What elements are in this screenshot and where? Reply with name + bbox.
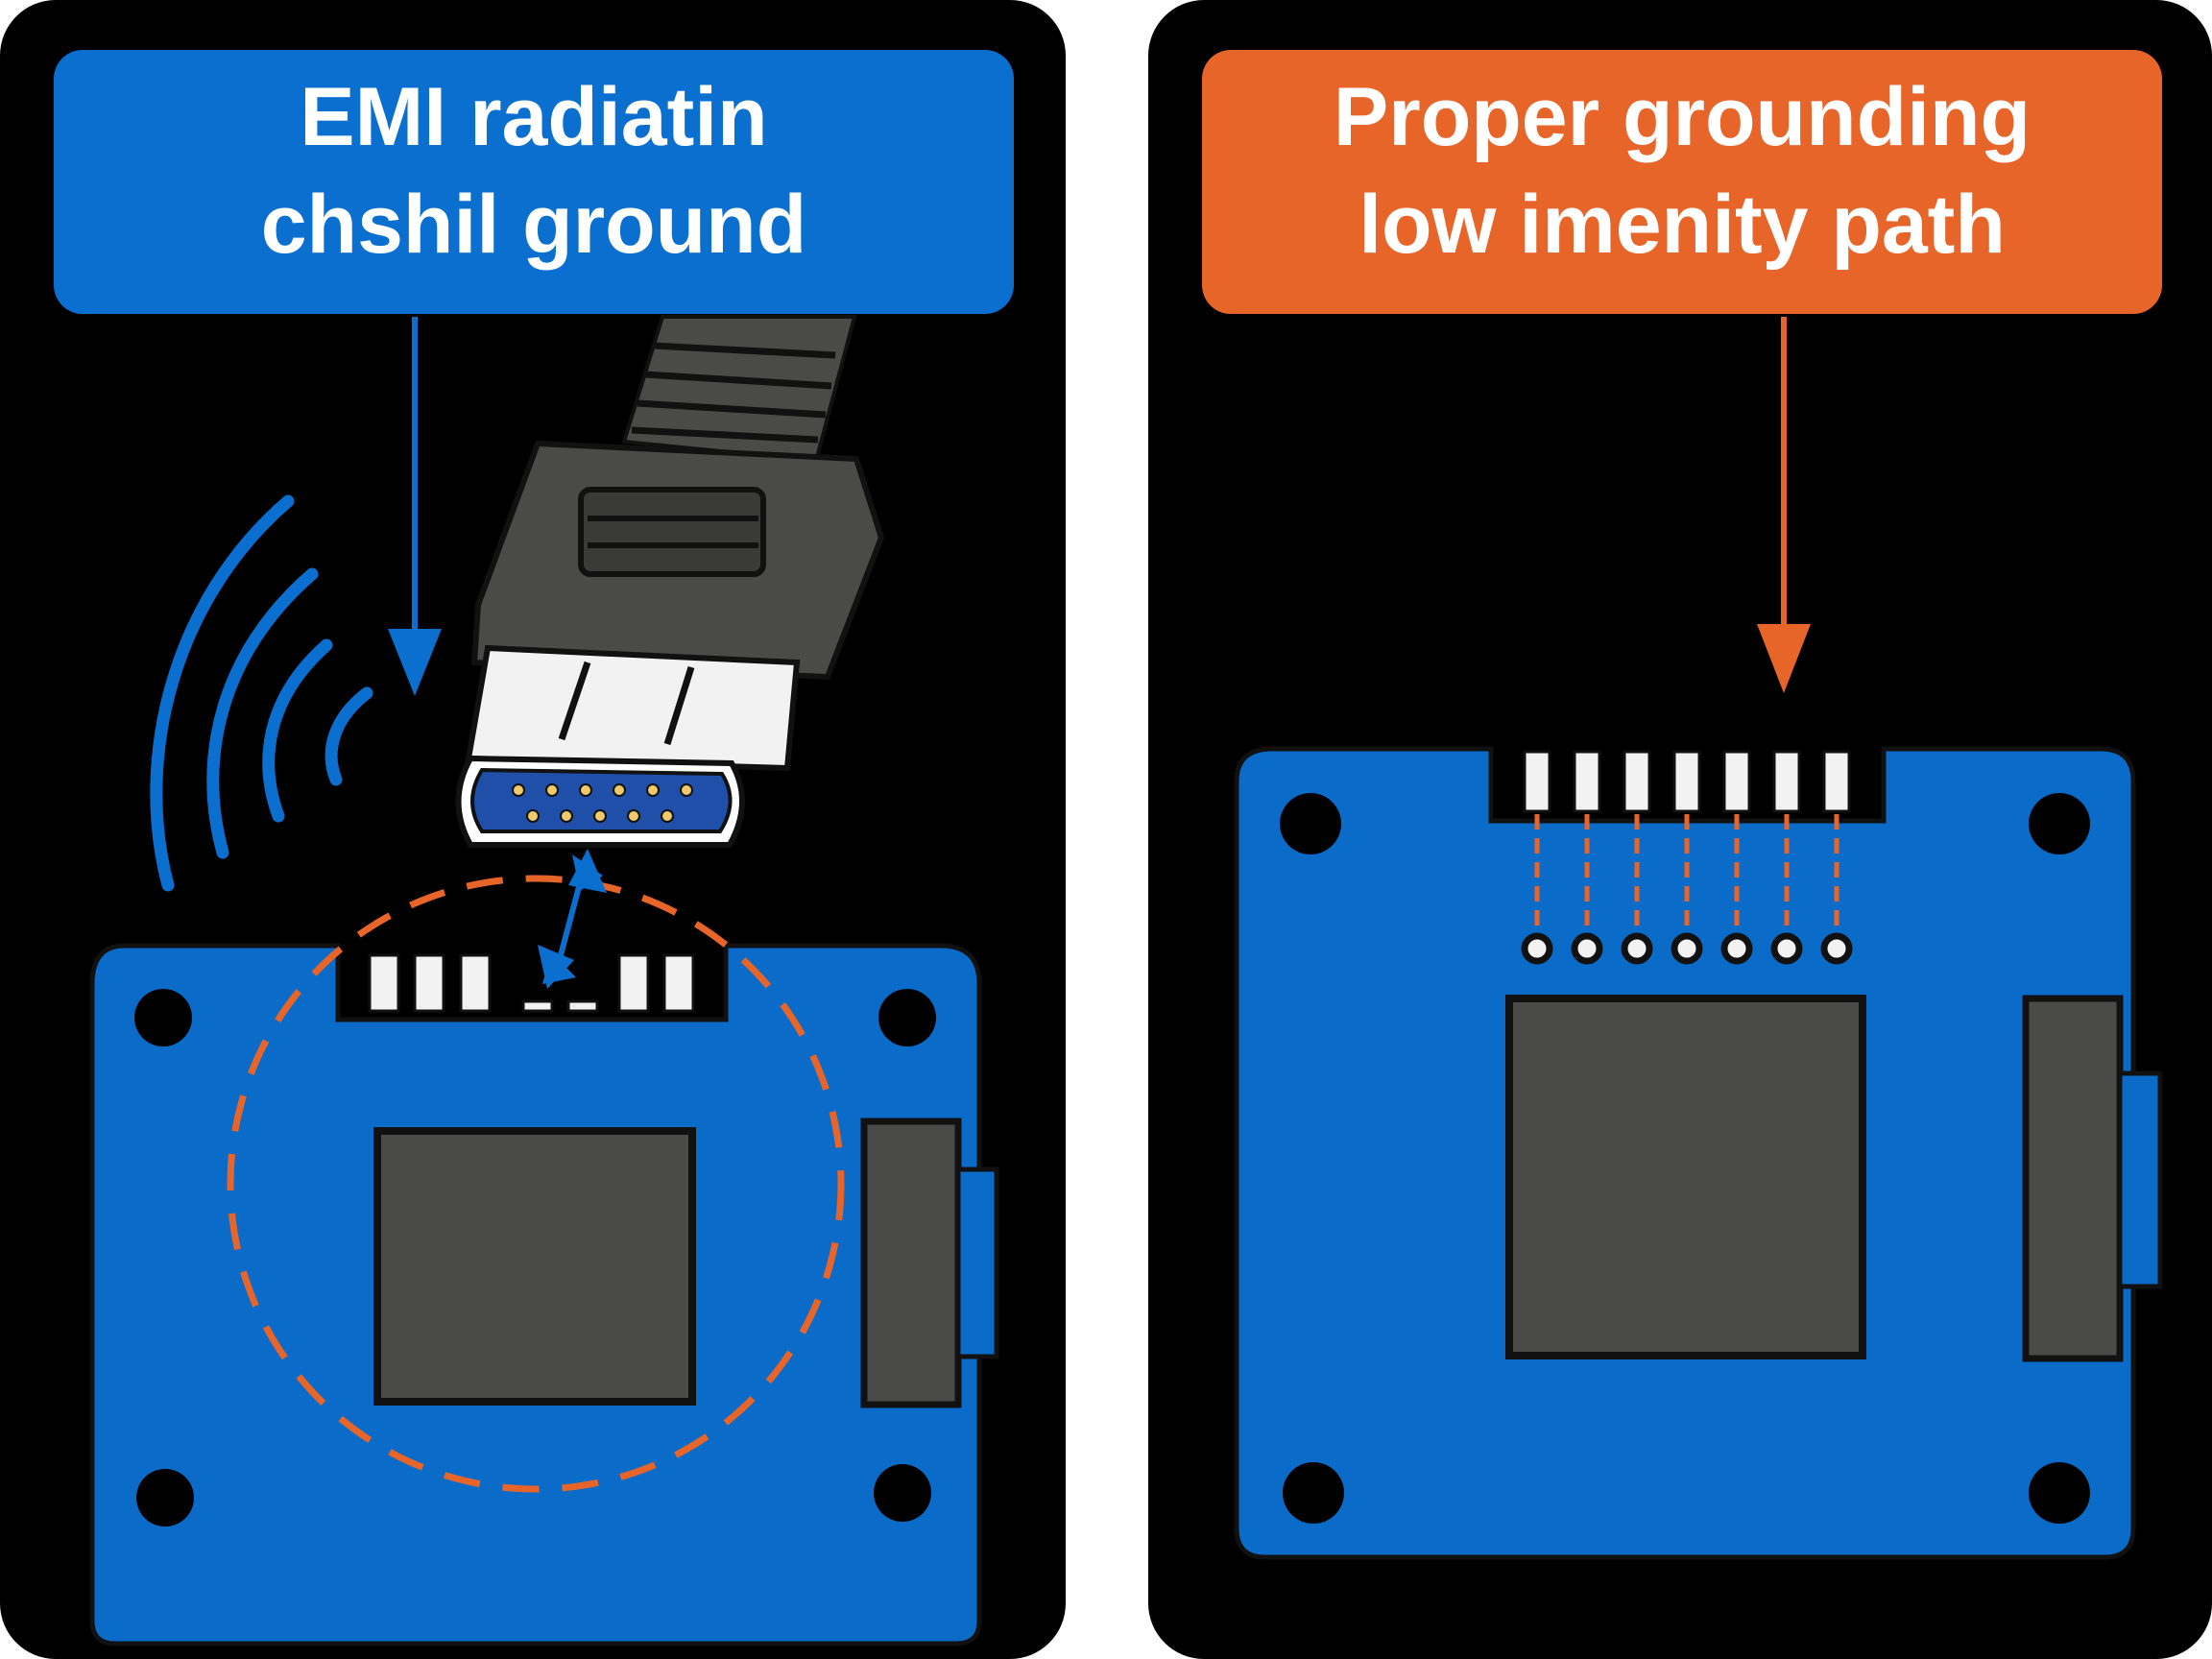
ground-trace-lines	[1534, 814, 1839, 931]
right-down-arrow-icon	[1757, 317, 1811, 693]
left-down-arrow-icon	[388, 317, 442, 696]
left-label-box: EMI radiatin chshil ground	[54, 50, 1014, 314]
ground-via-icon	[1521, 932, 1853, 965]
right-label-line-1: Proper grounding	[1333, 71, 2032, 163]
right-label-box: Proper grounding low imenity path	[1202, 50, 2162, 314]
double-arrow-icon	[538, 849, 607, 989]
left-label-line-1: EMI radiatin	[300, 71, 768, 163]
left-pcb-board-icon	[89, 943, 999, 1647]
emi-wave-icon	[150, 494, 373, 892]
right-pcb-board-icon	[1234, 746, 2163, 1560]
cable-connector-icon	[455, 315, 885, 848]
right-label-line-2: low imenity path	[1358, 179, 2006, 271]
left-label-line-2: chshil ground	[260, 179, 807, 271]
emi-field-dashed-circle	[227, 875, 845, 1493]
